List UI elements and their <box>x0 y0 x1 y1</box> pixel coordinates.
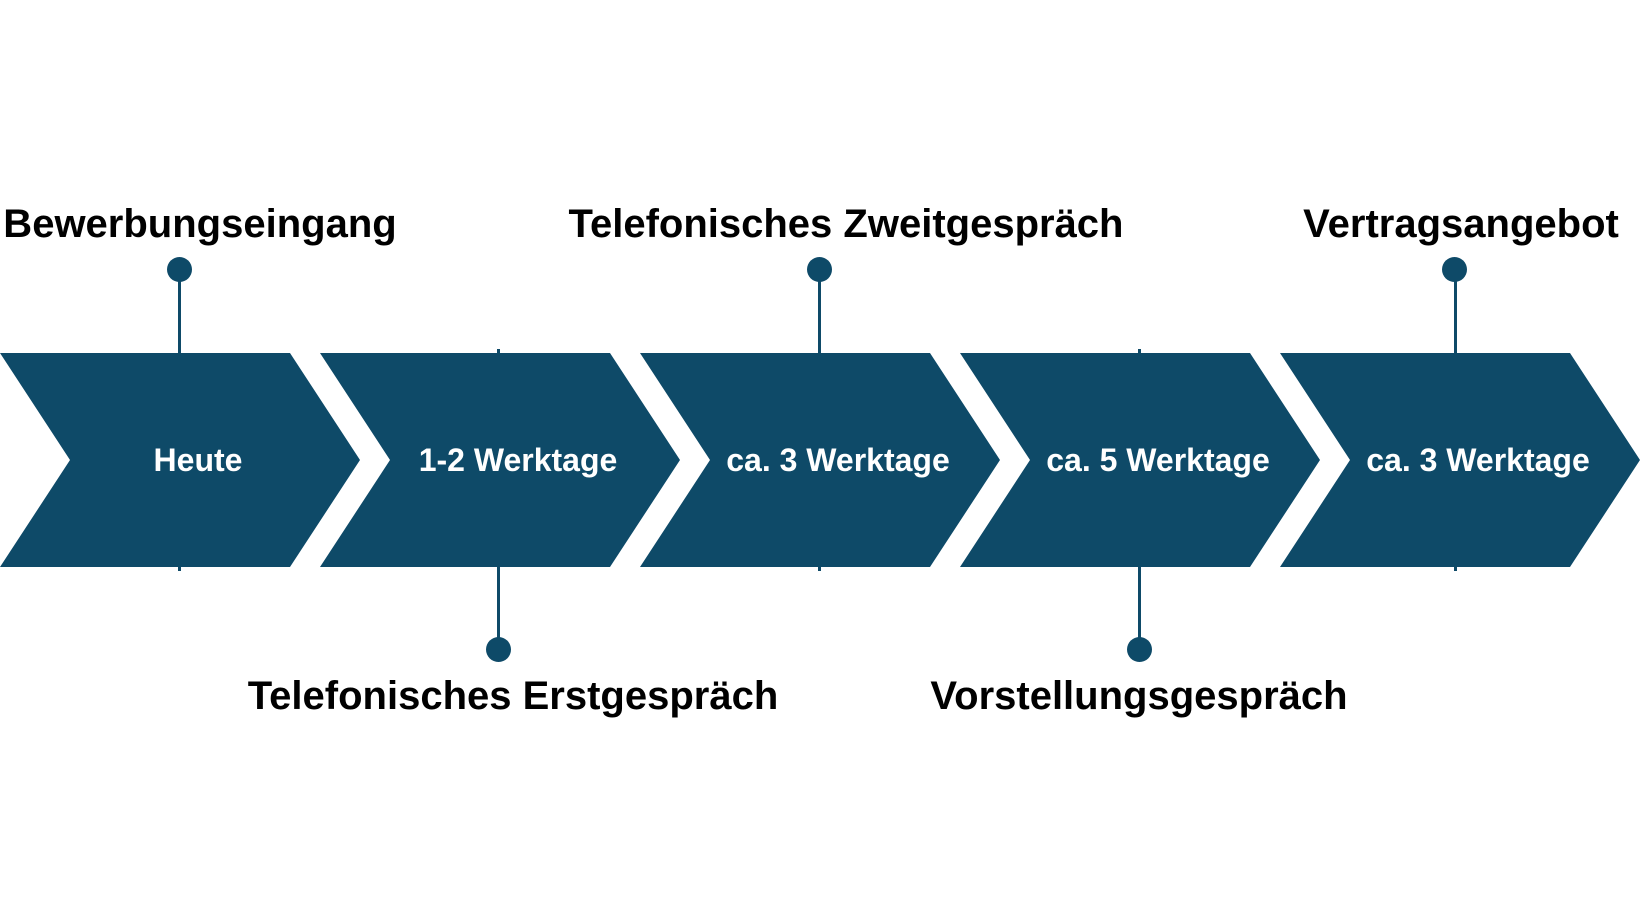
step-arrow-2: 1-2 Werktage <box>320 353 680 567</box>
step-arrow-5: ca. 3 Werktage <box>1280 353 1640 567</box>
milestone-label-zweitgespraech: Telefonisches Zweitgespräch <box>568 202 1124 246</box>
milestone-dot-erstgespraech <box>486 637 511 662</box>
milestone-dot-vorstellungsgespraech <box>1127 637 1152 662</box>
milestone-dot-vertragsangebot <box>1442 257 1467 282</box>
step-duration-1: Heute <box>153 441 243 478</box>
milestone-label-erstgespraech: Telefonisches Erstgespräch <box>247 674 779 718</box>
milestone-label-vertragsangebot: Vertragsangebot <box>1303 202 1619 246</box>
milestone-dot-bewerbungseingang <box>167 257 192 282</box>
step-duration-5: ca. 3 Werktage <box>1366 441 1590 478</box>
milestone-label-bewerbungseingang: Bewerbungseingang <box>3 202 397 246</box>
step-duration-3: ca. 3 Werktage <box>726 441 950 478</box>
step-arrow-3: ca. 3 Werktage <box>640 353 1000 567</box>
milestone-label-vorstellungsgespraech: Vorstellungsgespräch <box>930 674 1348 718</box>
step-duration-2: 1-2 Werktage <box>418 441 618 478</box>
milestone-dot-zweitgespraech <box>807 257 832 282</box>
step-arrow-4: ca. 5 Werktage <box>960 353 1320 567</box>
step-duration-4: ca. 5 Werktage <box>1046 441 1270 478</box>
step-arrow-1: Heute <box>0 353 360 567</box>
